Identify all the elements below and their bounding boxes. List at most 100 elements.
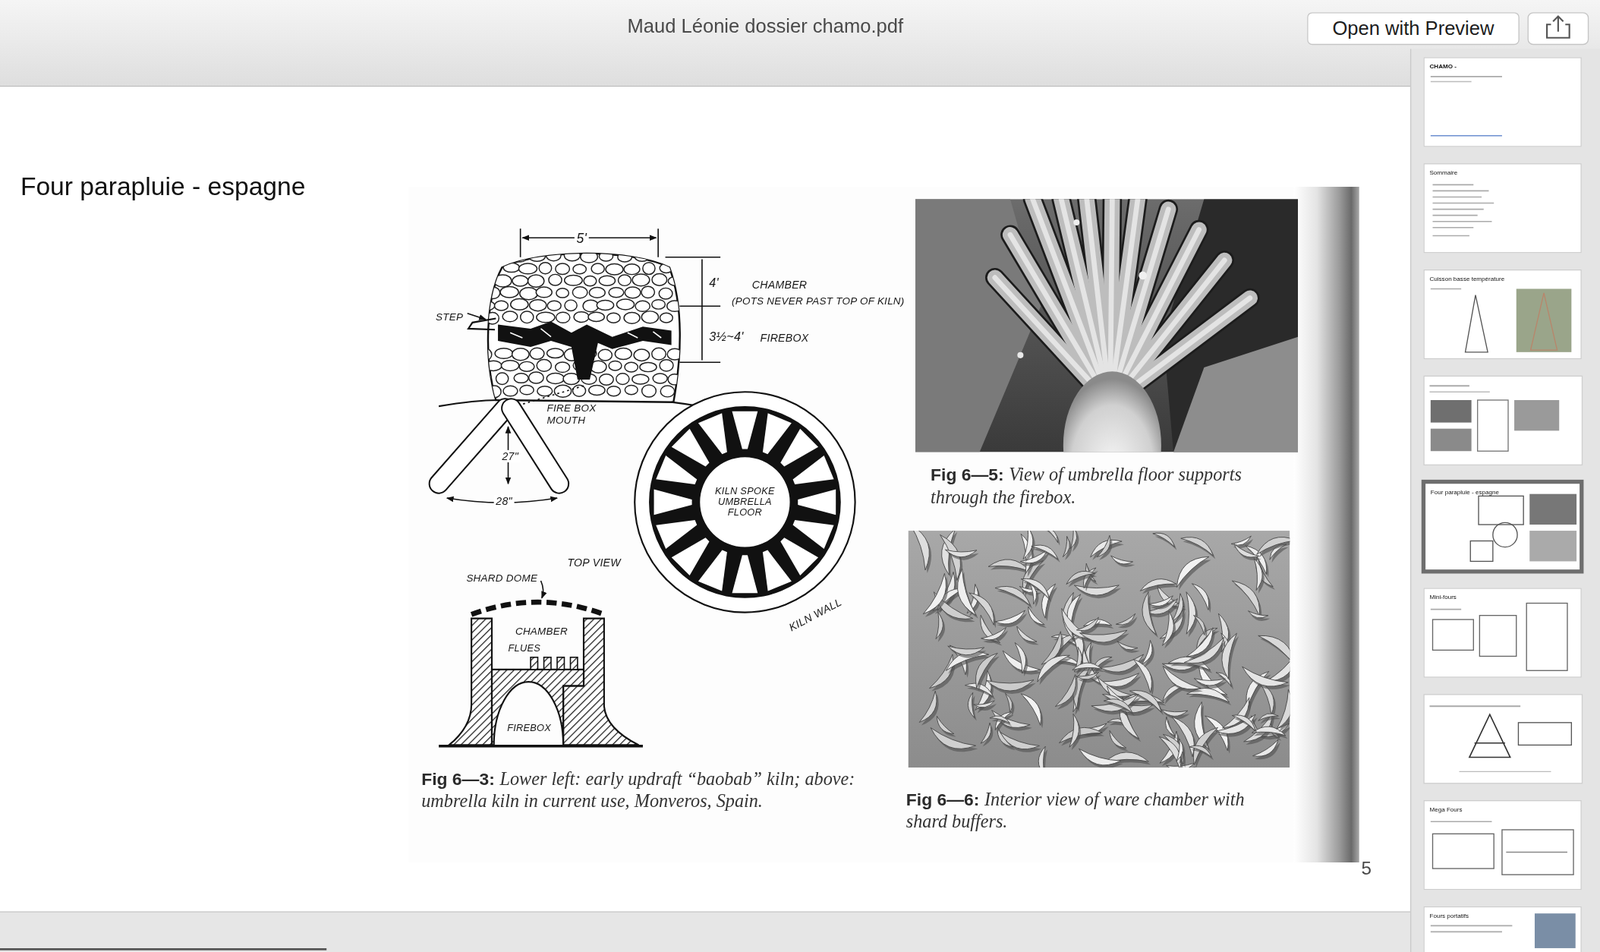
- shard: [1058, 727, 1105, 746]
- shard: [1115, 613, 1138, 628]
- path-shape: [1152, 532, 1175, 547]
- spoke-gap: [698, 550, 728, 592]
- stone: [500, 360, 519, 372]
- part-label: FIREBOX: [760, 331, 810, 344]
- shard: [973, 700, 997, 711]
- path-shape: [1469, 714, 1511, 757]
- rect-shape: [557, 657, 564, 670]
- stone: [608, 360, 622, 371]
- view-label: TOP VIEW: [566, 556, 621, 569]
- shard: [1258, 635, 1291, 669]
- stone: [478, 372, 492, 382]
- shard: [1148, 595, 1175, 610]
- shard: [1140, 579, 1178, 595]
- stone: [596, 299, 614, 310]
- stone: [639, 362, 657, 372]
- path-shape: [989, 715, 1011, 724]
- stone: [494, 348, 513, 360]
- share-button: [1527, 12, 1588, 45]
- shard: [967, 692, 977, 721]
- path-shape: [1193, 614, 1206, 635]
- stone: [556, 288, 570, 298]
- page-thumbnail: Fours portatifs: [1423, 906, 1582, 952]
- path-shape: [944, 549, 977, 558]
- part-label: KILN SPOKE UMBRELLA FLOOR: [713, 485, 777, 518]
- path-shape: [976, 652, 999, 688]
- leader-line: [522, 385, 584, 404]
- spoke-gap: [797, 489, 836, 516]
- rect-shape: [1423, 375, 1582, 465]
- shard: [1038, 746, 1048, 768]
- stone: [588, 287, 605, 299]
- shard: [1037, 655, 1072, 685]
- part-label-box: STEP: [435, 305, 463, 325]
- shard: [1055, 674, 1078, 709]
- stone: [660, 385, 675, 397]
- line-shape: [1429, 391, 1490, 393]
- shard: [1231, 714, 1258, 734]
- text-line: [1505, 851, 1568, 854]
- dimension-line: [701, 258, 703, 360]
- circle-shape: [1073, 219, 1080, 226]
- shard: [1181, 537, 1216, 560]
- stone: [527, 274, 544, 287]
- stone: [529, 371, 544, 384]
- path-shape: [1096, 535, 1110, 557]
- shard: [1253, 558, 1265, 594]
- stone: [658, 287, 673, 300]
- text-line: [1433, 196, 1483, 199]
- stone: [616, 299, 634, 310]
- ground-line: [438, 744, 643, 747]
- thumbnail-sidebar: [1410, 49, 1600, 952]
- bottom-bar: [0, 911, 1411, 952]
- stone: [547, 300, 561, 311]
- part-label-box: SHARD DOME: [466, 566, 538, 586]
- stone: [518, 263, 537, 275]
- page-thumbnail: Cuisson basse température: [1423, 269, 1582, 360]
- stone: [642, 262, 656, 275]
- shard: [980, 722, 993, 747]
- stone: [598, 275, 615, 286]
- path-shape: [1181, 537, 1214, 556]
- stone: [617, 251, 633, 262]
- stone: [510, 299, 529, 311]
- shard: [1069, 713, 1081, 750]
- circle-shape: [1017, 352, 1024, 359]
- note-label-box: (POTS NEVER PAST TOP OF KILN): [731, 289, 905, 309]
- stone: [537, 386, 553, 397]
- stone: [573, 384, 586, 397]
- stone: [632, 274, 650, 287]
- path-shape: [1109, 730, 1127, 748]
- path-shape: [1176, 556, 1210, 587]
- dimension-label-box: 27": [500, 445, 521, 464]
- stone: [548, 274, 562, 286]
- photo: [1529, 494, 1577, 525]
- line-shape: [467, 313, 486, 320]
- shard: [1109, 730, 1129, 751]
- thumbnail-preview: [1425, 483, 1584, 574]
- shard: [922, 573, 949, 617]
- part-label: SHARD DOME: [466, 572, 538, 584]
- text-line: [1430, 925, 1513, 927]
- spoke-gap: [655, 455, 697, 485]
- figure-caption: Fig 6—5:View of umbrella floor supports …: [930, 464, 1283, 509]
- stone: [488, 385, 501, 398]
- stone: [667, 374, 681, 385]
- rect-shape: [544, 657, 552, 670]
- page-number: 5: [1360, 858, 1371, 879]
- floor-support: [1061, 198, 1111, 404]
- part-label-box: CHAMBER: [752, 274, 807, 293]
- path-shape: [1474, 742, 1506, 744]
- path-shape: [1186, 592, 1197, 635]
- part-label-box: FIREBOX: [507, 716, 552, 735]
- stone: [669, 248, 683, 261]
- shard: [1076, 617, 1101, 634]
- path-shape: [922, 573, 946, 614]
- shard: [1193, 614, 1208, 638]
- line-shape: [679, 305, 721, 308]
- path-shape: [1148, 595, 1173, 607]
- stone: [659, 263, 673, 273]
- stone: [529, 299, 547, 312]
- text-line: [1430, 608, 1462, 611]
- part-label: FIRE BOX MOUTH: [547, 402, 607, 426]
